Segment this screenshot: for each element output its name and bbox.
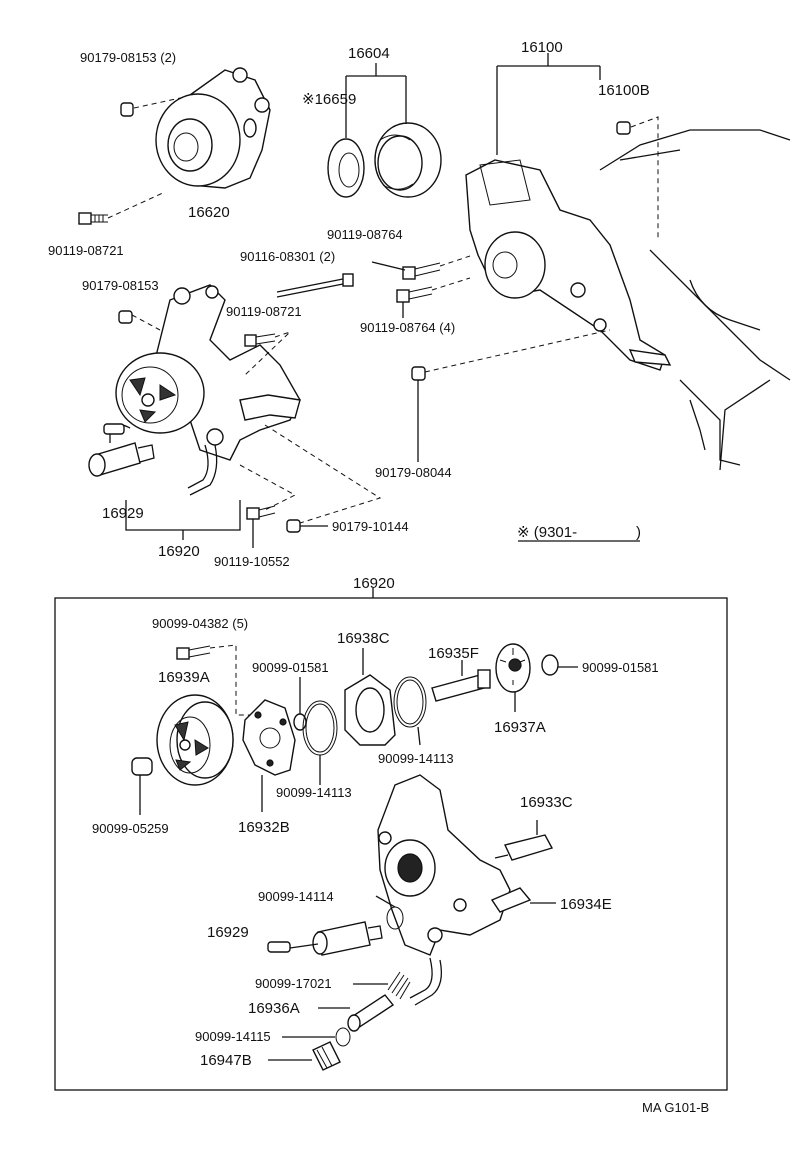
engine-block-outline <box>599 129 791 471</box>
label-16929-bottom: 16929 <box>207 924 249 941</box>
label-16938C: 16938C <box>337 630 390 647</box>
oring-90099-01581-b <box>541 654 559 676</box>
seal-16659 <box>327 138 365 198</box>
solenoid-16929-bottom <box>267 921 383 956</box>
label-90119-10552: 90119-10552 <box>214 554 290 569</box>
label-90099-14114: 90099-14114 <box>258 889 334 904</box>
nut-90179-10144 <box>286 519 301 533</box>
label-90099-01581-b: 90099-01581 <box>582 660 659 675</box>
solenoid-16929-top <box>88 423 155 477</box>
bolt-90179-08153-top <box>120 102 134 117</box>
housing-16938C <box>344 674 396 746</box>
label-90099-14115: 90099-14115 <box>195 1029 271 1044</box>
valve-16936A <box>347 994 395 1032</box>
label-16939A: 16939A <box>158 669 210 686</box>
bolt-90119-08721-top <box>78 212 108 225</box>
label-90179-10144: 90179-10144 <box>332 519 409 534</box>
label-16936A: 16936A <box>248 1000 300 1017</box>
label-16604: 16604 <box>348 45 390 62</box>
label-90119-08721-a: 90119-08721 <box>48 243 124 258</box>
label-16937A: 16937A <box>494 719 546 736</box>
oring-90099-14113-a <box>302 700 338 756</box>
dowel-16100B <box>616 121 631 135</box>
label-figure-code: MA G101-B <box>642 1100 709 1115</box>
label-90179-08153: 90179-08153 <box>82 278 159 293</box>
pump-body-lower <box>377 774 511 1006</box>
label-16920-top: 16920 <box>158 543 200 560</box>
label-16934E: 16934E <box>560 896 612 913</box>
label-16620: 16620 <box>188 204 230 221</box>
label-90116-08301: 90116-08301 (2) <box>240 249 335 264</box>
label-90099-04382: 90099-04382 (5) <box>152 616 248 631</box>
label-90179-08044: 90179-08044 <box>375 465 452 480</box>
bolt-90119-10552 <box>246 505 276 520</box>
label-16100: 16100 <box>521 39 563 56</box>
connector-16933C <box>494 834 554 861</box>
shaft-16935F <box>431 669 491 702</box>
bolt-90119-08764-a <box>402 262 441 280</box>
oring-90099-14115 <box>335 1027 351 1047</box>
bolt-90119-08721-mid <box>244 333 276 347</box>
label-90099-14113-a: 90099-14113 <box>276 785 352 800</box>
assembly-16920-box <box>54 597 728 1091</box>
label-90099-05259: 90099-05259 <box>92 821 169 836</box>
label-90099-01581-a: 90099-01581 <box>252 660 329 675</box>
label-16947B: 16947B <box>200 1052 252 1069</box>
label-90119-08721-b: 90119-08721 <box>226 304 302 319</box>
label-16659: ※16659 <box>302 91 356 108</box>
label-16929-top: 16929 <box>102 505 144 522</box>
label-16100B: 16100B <box>598 82 650 99</box>
rotor-16937A <box>495 643 531 693</box>
nut-90179-08044 <box>411 366 426 381</box>
oring-90099-14113-b <box>393 676 427 728</box>
spring-90099-17021 <box>387 971 411 1000</box>
bracket-16934E <box>490 887 532 913</box>
nut-90179-08153-mid <box>118 310 133 324</box>
label-90099-14113-b: 90099-14113 <box>378 751 454 766</box>
label-90099-17021: 90099-17021 <box>255 976 332 991</box>
plug-16947B <box>312 1041 341 1071</box>
stud-90116-08301 <box>276 273 354 298</box>
bushing-90099-05259 <box>131 757 153 776</box>
label-applicability-close: ) <box>636 524 641 541</box>
pulley-16939A <box>156 694 234 786</box>
bolt-90119-08764-b <box>396 286 433 303</box>
water-pump-16100 <box>465 159 672 371</box>
pulley-cover-16604 <box>374 122 442 198</box>
label-applicability-note: ※ (9301- <box>517 524 577 541</box>
idler-pulley-16620 <box>155 67 271 189</box>
label-16920-box: 16920 <box>353 575 395 592</box>
label-90119-08764-b: 90119-08764 (4) <box>360 320 455 335</box>
pump-assembly-16920-top <box>115 284 301 496</box>
label-90119-08764-a: 90119-08764 <box>327 227 403 242</box>
label-90179-08153-2: 90179-08153 (2) <box>80 50 176 65</box>
bolt-90099-04382 <box>176 645 211 660</box>
label-16935F: 16935F <box>428 645 479 662</box>
label-16933C: 16933C <box>520 794 573 811</box>
label-16932B: 16932B <box>238 819 290 836</box>
plate-16932B <box>242 699 296 776</box>
